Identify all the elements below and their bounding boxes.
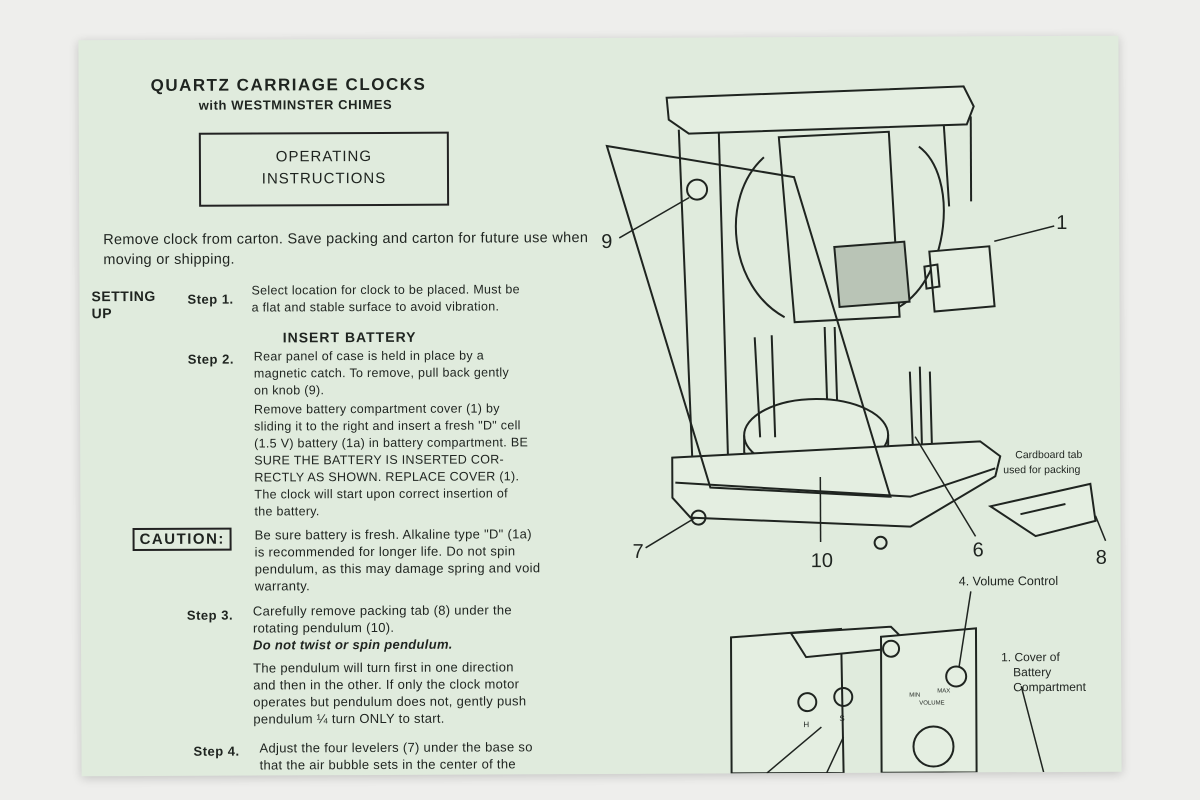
leader-1 <box>994 225 1055 243</box>
battery-cover <box>928 245 996 313</box>
section-heading-line1: SETTING <box>91 287 156 305</box>
leveler-foot <box>690 509 707 526</box>
step2-line: Remove battery compartment cover (1) by <box>253 401 500 417</box>
cardboard-tab-slot <box>1020 502 1066 516</box>
callout-1: 1 <box>1056 212 1067 234</box>
operating-box-line2: INSTRUCTIONS <box>261 169 387 188</box>
clock-movement <box>777 130 901 324</box>
caution-text: Be sure battery is fresh. Alkaline type … <box>255 525 600 595</box>
step2-line: SURE THE BATTERY IS INSERTED COR- <box>254 452 505 468</box>
knob-h <box>797 692 818 713</box>
volume-control-label: 4. Volume Control <box>959 574 1058 588</box>
step2-line: RECTLY AS SHOWN. REPLACE COVER (1). <box>254 469 520 485</box>
document-title: QUARTZ CARRIAGE CLOCKS <box>150 74 427 95</box>
detail-gear <box>912 725 955 768</box>
volume-max-label: MAX <box>937 688 950 694</box>
step3-label: Step 3. <box>186 607 234 623</box>
callout-6: 6 <box>973 539 984 561</box>
knob-s-label: S <box>839 714 844 723</box>
section-heading-line2: UP <box>91 305 113 322</box>
cardboard-tab-line1: Cardboard tab <box>1015 449 1082 461</box>
detail-housing-right <box>880 627 978 774</box>
step4-text: Adjust the four levelers (7) under the b… <box>259 738 604 774</box>
callout-7: 7 <box>633 541 644 563</box>
detail-screw <box>882 639 901 658</box>
step1-line2: a flat and stable surface to avoid vibra… <box>251 299 500 315</box>
clock-post-right <box>942 124 951 207</box>
cover-label-line2: Battery <box>1013 665 1051 679</box>
battery-compartment <box>833 240 911 309</box>
caution-line: is recommended for longer life. Do not s… <box>254 543 516 560</box>
cover-label-line1: 1. Cover of <box>1001 650 1060 664</box>
step4-line2: that the air bubble sets in the center o… <box>259 756 516 773</box>
leader-6 <box>914 436 977 537</box>
document-subtitle: with WESTMINSTER CHIMES <box>198 96 393 113</box>
cover-label-line3: Compartment <box>1013 680 1086 694</box>
leader-cover <box>1020 685 1045 773</box>
leader-8 <box>1094 515 1107 542</box>
step3-line1: Carefully remove packing tab (8) under t… <box>252 602 512 619</box>
caution-label: CAUTION: <box>132 527 232 552</box>
clock-base <box>671 440 1002 528</box>
operating-instructions-box: OPERATING INSTRUCTIONS <box>198 131 450 207</box>
volume-knob <box>945 665 968 688</box>
clock-post-left <box>677 129 694 458</box>
step3-line2: rotating pendulum (10). <box>252 619 395 636</box>
step2-text: Rear panel of case is held in place by a… <box>254 347 600 521</box>
callout-8: 8 <box>1096 547 1107 569</box>
operating-box-line1: OPERATING <box>275 147 373 166</box>
knob-h-label: H <box>803 720 809 729</box>
clock-post-left-inner <box>717 132 730 468</box>
step3-line: operates but pendulum does not, gently p… <box>253 693 527 710</box>
battery-cover-tab <box>923 263 941 290</box>
knob-s <box>833 686 854 707</box>
knob-9 <box>686 178 709 201</box>
step2-line: sliding it to the right and insert a fre… <box>254 418 521 434</box>
step2-line: the battery. <box>254 504 320 519</box>
instruction-sheet: QUARTZ CARRIAGE CLOCKS with WESTMINSTER … <box>78 35 1122 777</box>
cardboard-tab-line2: used for packing <box>1003 464 1080 476</box>
caution-line: pendulum, as this may damage spring and … <box>254 560 541 577</box>
column-left <box>753 335 777 438</box>
leader-7 <box>645 516 696 549</box>
callout-9: 9 <box>601 231 612 253</box>
leader-9 <box>618 196 690 239</box>
clock-dial-left <box>734 156 786 319</box>
insert-battery-heading: INSERT BATTERY <box>282 328 417 346</box>
step3-line: and then in the other. If only the clock… <box>253 676 520 693</box>
step1-label: Step 1. <box>187 291 234 307</box>
rear-glass-panel <box>605 144 892 498</box>
clock-base-edge <box>675 467 996 498</box>
leader-volume <box>958 591 972 667</box>
section-heading: SETTING UP <box>91 288 155 322</box>
step2-line: Rear panel of case is held in place by a <box>253 348 485 364</box>
clock-diagram: 1 9 7 10 6 8 Cardboard tab used for pack… <box>601 85 1107 775</box>
clock-top-lid <box>665 85 975 135</box>
intro-paragraph: Remove clock from carton. Save packing a… <box>103 230 589 269</box>
leader-h <box>766 726 822 774</box>
leader-s <box>825 736 845 774</box>
column-right <box>908 366 934 457</box>
clock-dial-right <box>899 145 945 308</box>
volume-min-label: MIN <box>909 693 920 699</box>
step3-line: pendulum ¼ turn ONLY to start. <box>253 710 445 727</box>
step3-line: The pendulum will turn first in one dire… <box>253 659 514 676</box>
step1-line1: Select location for clock to be placed. … <box>251 282 520 298</box>
step3-emphasis: Do not twist or spin pendulum. <box>253 636 453 653</box>
step3-text: Carefully remove packing tab (8) under t… <box>253 601 604 728</box>
callout-10: 10 <box>811 550 833 572</box>
step2-label: Step 2. <box>187 351 234 367</box>
caution-line: warranty. <box>254 578 311 594</box>
leveler-foot-2 <box>873 535 888 550</box>
step4-line1: Adjust the four levelers (7) under the b… <box>259 739 533 756</box>
step1-text: Select location for clock to be placed. … <box>251 281 520 316</box>
step2-line: magnetic catch. To remove, pull back gen… <box>253 365 510 381</box>
step2-line: The clock will start upon correct insert… <box>254 486 508 502</box>
volume-word-label: VOLUME <box>919 700 944 706</box>
step2-line: (1.5 V) battery (1a) in battery compartm… <box>254 435 529 451</box>
step2-line: on knob (9). <box>253 383 325 398</box>
step4-label: Step 4. <box>193 743 240 759</box>
caution-line: Be sure battery is fresh. Alkaline type … <box>254 526 532 543</box>
